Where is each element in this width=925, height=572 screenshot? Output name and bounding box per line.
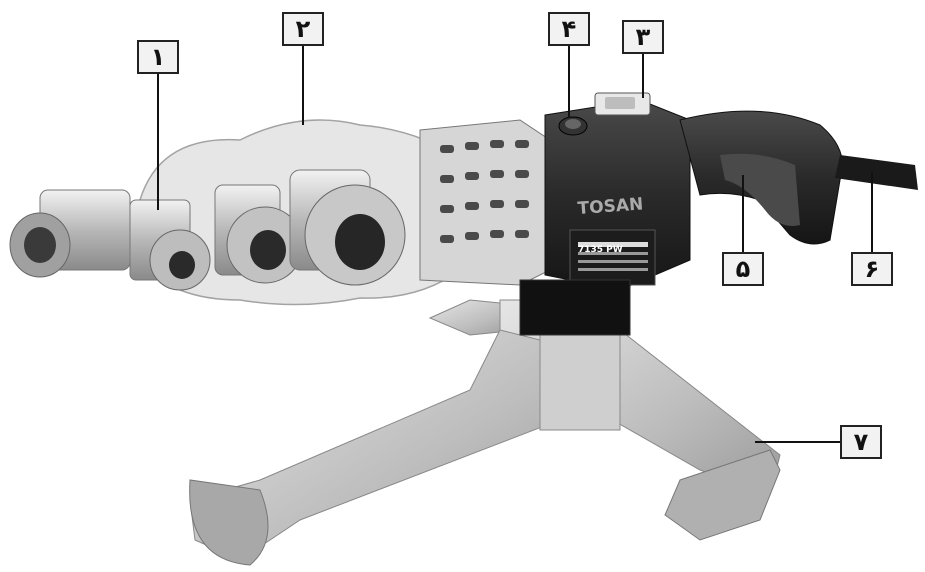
callout-1-socket: ۱ bbox=[137, 40, 179, 74]
callout-4-thermostat-knob: ۴ bbox=[548, 12, 590, 46]
welding-sockets bbox=[9, 169, 406, 291]
brand-text: TOSAN bbox=[577, 194, 644, 219]
power-cable bbox=[835, 155, 918, 190]
handle bbox=[679, 110, 843, 245]
heat-shield bbox=[419, 119, 551, 286]
callout-5-handle: ۵ bbox=[722, 252, 764, 286]
callout-2-heating-plate: ۲ bbox=[282, 12, 324, 46]
model-text: 7135 PW bbox=[578, 245, 623, 255]
housing bbox=[519, 99, 691, 336]
power-switch bbox=[594, 92, 651, 116]
leader-lines bbox=[157, 46, 873, 443]
callout-6-power-cable: ۶ bbox=[851, 252, 893, 286]
stand bbox=[189, 299, 781, 566]
callout-3-power-switch: ۳ bbox=[622, 20, 664, 54]
thermostat-knob bbox=[558, 116, 588, 136]
callout-7-stand: ۷ bbox=[840, 425, 882, 459]
